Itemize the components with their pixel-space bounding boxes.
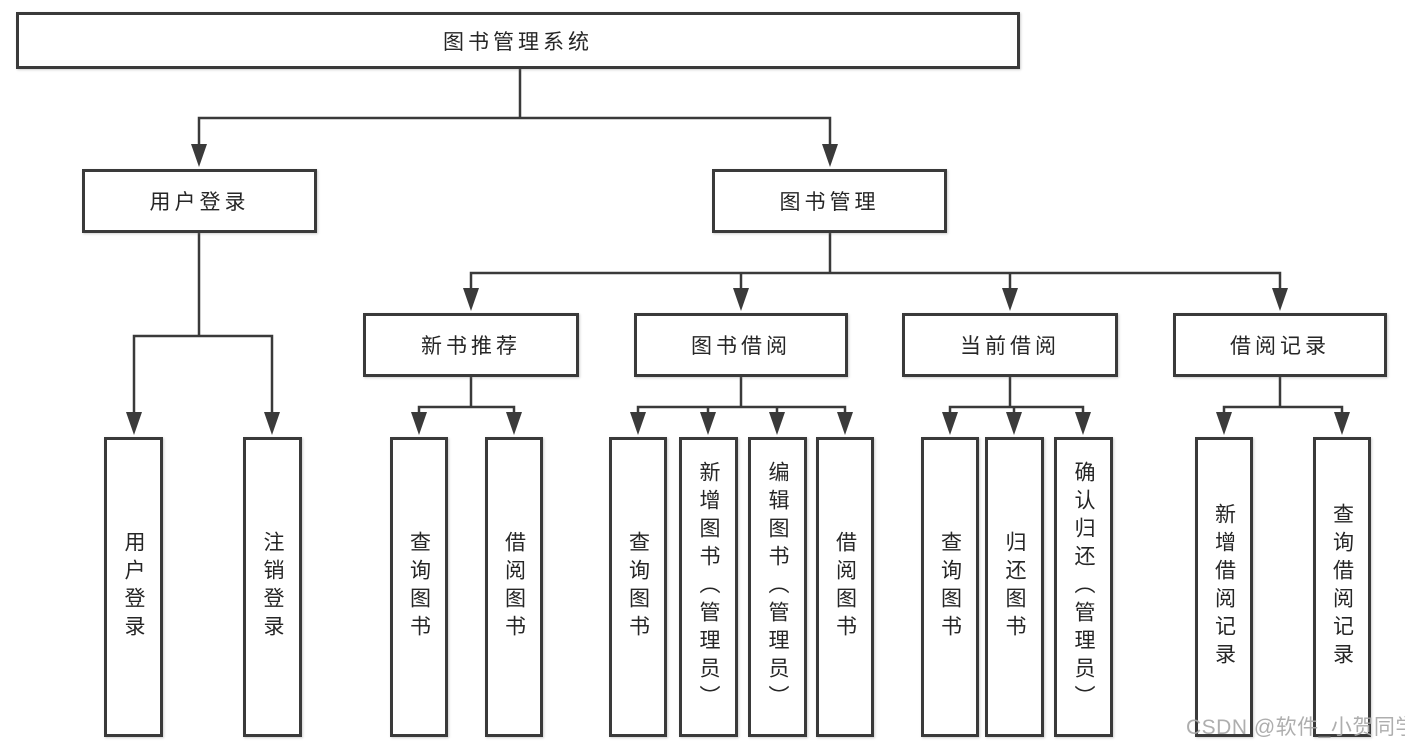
node-book-borrow: 图书借阅 [634,313,848,377]
leaf-edit-book-admin: 编辑图书（管理员） [748,437,807,737]
node-root: 图书管理系统 [16,12,1020,69]
leaf-return-book-label: 归还图书 [1003,531,1026,643]
leaf-query-books-2: 查询图书 [609,437,667,737]
node-user-login: 用户登录 [82,169,317,233]
node-new-book-recommend: 新书推荐 [363,313,579,377]
node-current-borrow-label: 当前借阅 [960,335,1060,358]
node-borrow-records: 借阅记录 [1173,313,1387,377]
node-book-management: 图书管理 [712,169,947,233]
leaf-return-book: 归还图书 [985,437,1044,737]
leaf-confirm-return-admin-label: 确认归还（管理员） [1072,461,1095,713]
leaf-user-login: 用户登录 [104,437,163,737]
leaf-confirm-return-admin: 确认归还（管理员） [1054,437,1113,737]
leaf-query-books-1: 查询图书 [390,437,448,737]
leaf-borrow-books-2-label: 借阅图书 [833,531,857,643]
leaf-borrow-books-1: 借阅图书 [485,437,543,737]
node-new-book-recommend-label: 新书推荐 [421,335,521,358]
node-current-borrow: 当前借阅 [902,313,1118,377]
leaf-query-borrow-record-label: 查询借阅记录 [1330,503,1354,671]
leaf-borrow-books-2: 借阅图书 [816,437,874,737]
leaf-add-borrow-record-label: 新增借阅记录 [1212,503,1236,671]
leaf-query-books-1-label: 查询图书 [407,531,431,643]
leaf-query-books-2-label: 查询图书 [626,531,650,643]
leaf-query-books-3: 查询图书 [921,437,979,737]
leaf-logout-label: 注销登录 [261,531,284,643]
leaf-query-borrow-record: 查询借阅记录 [1313,437,1371,737]
leaf-logout: 注销登录 [243,437,302,737]
node-book-management-label: 图书管理 [779,191,880,214]
node-borrow-records-label: 借阅记录 [1230,335,1330,358]
leaf-add-book-admin-label: 新增图书（管理员） [697,461,720,713]
leaf-add-borrow-record: 新增借阅记录 [1195,437,1253,737]
watermark-text: CSDN @软件_小贺同学 [1186,716,1405,739]
leaf-edit-book-admin-label: 编辑图书（管理员） [766,461,789,713]
leaf-add-book-admin: 新增图书（管理员） [679,437,738,737]
leaf-borrow-books-1-label: 借阅图书 [502,531,526,643]
node-book-borrow-label: 图书借阅 [691,335,791,358]
leaf-user-login-label: 用户登录 [122,531,145,643]
leaf-query-books-3-label: 查询图书 [938,531,962,643]
node-root-label: 图书管理系统 [443,30,593,54]
node-user-login-label: 用户登录 [149,191,250,214]
